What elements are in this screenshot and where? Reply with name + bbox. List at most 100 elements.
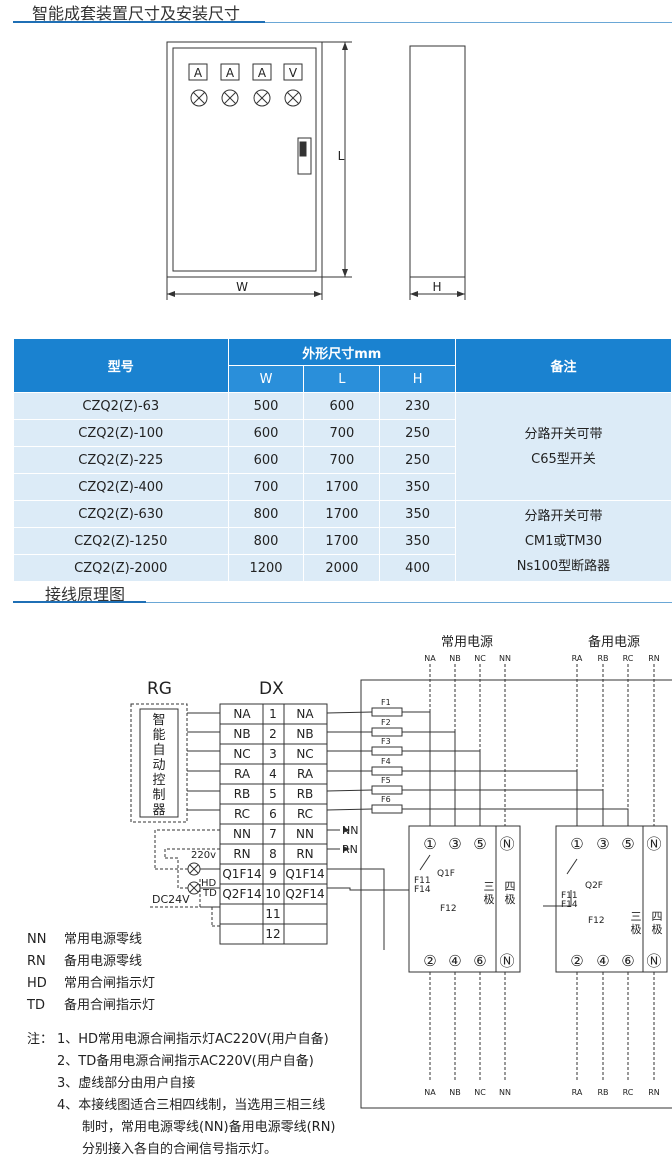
backup-source-label: 备用电源	[588, 634, 640, 650]
note-line: 分路开关可带	[524, 426, 603, 442]
cell-h: 350	[379, 500, 456, 528]
controller-char: 控	[152, 773, 165, 788]
cell-h: 230	[379, 392, 456, 420]
terminal-num: 7	[269, 827, 277, 841]
f14-label: F14	[414, 885, 431, 895]
three-pole-label: 三	[631, 910, 642, 923]
legend-text: 备用合闸指示灯	[64, 998, 156, 1013]
note-text: 1、HD常用电源合闸指示灯AC220V(用户自备)	[57, 1032, 329, 1047]
table-header-dims: 外形尺寸mm	[227, 338, 456, 366]
table-row: CZQ2(Z)-225 600 700 250	[13, 446, 672, 474]
terminal-left: RC	[234, 807, 250, 821]
note-line: Ns100型断路器	[516, 558, 611, 574]
three-pole-label: 三	[484, 880, 495, 893]
note-line: 分路开关可带	[524, 508, 603, 524]
source-label: RN	[648, 654, 660, 663]
arrow-rn-label: RN	[342, 843, 358, 856]
terminal-top-n: Ⓝ	[646, 835, 661, 853]
terminal-num: 4	[269, 767, 277, 781]
note-line: C65型开关	[531, 451, 596, 467]
table-row: CZQ2(Z)-63 500 600 230 分路开关可带 C65型开关	[13, 392, 672, 501]
controller-char: 能	[152, 728, 165, 743]
section-divider	[13, 22, 672, 23]
cell-note-group1: 分路开关可带 C65型开关	[454, 392, 672, 501]
terminal-right: NB	[296, 727, 313, 741]
note-text: 制时，常用电源零线(NN)备用电源零线(RN)	[82, 1120, 336, 1135]
terminal-top-5: ⑤	[621, 835, 634, 853]
terminal-bottom-4: ④	[596, 952, 609, 970]
terminal-bottom-n: Ⓝ	[646, 952, 661, 970]
meter-label: V	[289, 66, 298, 80]
dc24-label: DC24V	[152, 893, 190, 906]
table-row: CZQ2(Z)-630 800 1700 350 分路开关可带 CM1或TM30…	[13, 500, 672, 582]
q1f-label: Q1F	[437, 869, 455, 879]
v220-label: 220v	[191, 850, 216, 861]
dim-h-label: H	[432, 280, 441, 294]
dimensions-table: 型号 外形尺寸mm 备注 W L H CZQ2(Z)-63 500 600 23…	[13, 338, 672, 582]
fuse-label: F2	[381, 718, 391, 727]
cell-w: 800	[227, 500, 305, 528]
output-label: RC	[623, 1088, 634, 1097]
legend-code: TD	[27, 998, 45, 1013]
note-text: 4、本接线图适合三相四线制，当选用三相三线	[57, 1098, 326, 1113]
output-label: RN	[648, 1088, 660, 1097]
three-pole-label: 极	[631, 922, 642, 936]
terminal-bottom-2: ②	[570, 952, 583, 970]
cell-h: 350	[379, 527, 456, 555]
controller-char: 动	[152, 758, 165, 773]
cell-note-group2: 分路开关可带 CM1或TM30 Ns100型断路器	[454, 500, 672, 582]
source-label: RB	[597, 654, 608, 663]
terminal-left: NC	[233, 747, 250, 761]
f12-label: F12	[440, 904, 457, 914]
common-source-label: 常用电源	[441, 635, 493, 650]
cabinet-dimension-drawing: A A A V W L H	[166, 41, 466, 300]
cell-l: 2000	[303, 554, 381, 582]
legend-code: NN	[27, 932, 47, 947]
note-item: 2、TD备用电源合闸指示AC220V(用户自备)	[27, 1051, 336, 1073]
source-label: RC	[623, 654, 634, 663]
cell-h: 350	[379, 473, 456, 501]
table-row: CZQ2(Z)-1250 800 1700 350	[13, 527, 672, 555]
terminal-top-3: ③	[448, 835, 461, 853]
terminal-top-3: ③	[596, 835, 609, 853]
terminal-num: 12	[265, 927, 280, 941]
terminal-num: 8	[269, 847, 277, 861]
terminal-num: 1	[269, 707, 277, 721]
note-item: 注：1、HD常用电源合闸指示灯AC220V(用户自备)	[27, 1029, 336, 1051]
meter-label: A	[258, 66, 267, 80]
cell-h: 250	[379, 419, 456, 447]
legend-text: 备用电源零线	[64, 954, 143, 969]
terminal-bottom-2: ②	[423, 952, 436, 970]
cell-l: 600	[303, 392, 381, 420]
note-item: 3、虚线部分由用户自接	[27, 1073, 336, 1095]
hd-label: HD	[201, 878, 217, 889]
output-label: RA	[572, 1088, 583, 1097]
four-pole-label: 极	[652, 922, 663, 936]
source-label: NN	[499, 654, 511, 663]
rg-label: RG	[147, 679, 172, 699]
terminal-num: 3	[269, 747, 277, 761]
table-header-model: 型号	[13, 338, 229, 393]
terminal-right: RN	[296, 847, 313, 861]
terminal-left: Q2F14	[222, 887, 261, 901]
cell-model: CZQ2(Z)-225	[13, 446, 229, 474]
note-item: 分别接入各自的合闸信号指示灯。	[27, 1139, 336, 1161]
output-label: NA	[424, 1088, 436, 1097]
f12-label: F12	[588, 916, 605, 926]
terminal-bottom-6: ⑥	[473, 952, 486, 970]
terminal-left: NA	[233, 707, 251, 721]
controller-label: 智 能 自 动 控 制 器	[152, 713, 165, 818]
controller-char: 制	[152, 788, 165, 803]
terminal-bottom-6: ⑥	[621, 952, 634, 970]
section-accent-bar	[13, 601, 146, 603]
terminal-num: 9	[269, 867, 277, 881]
terminal-num: 11	[265, 907, 280, 921]
terminal-right: Q2F14	[285, 887, 324, 901]
section-accent-bar	[13, 21, 265, 23]
cell-w: 600	[227, 446, 305, 474]
notes: 注：1、HD常用电源合闸指示灯AC220V(用户自备) 2、TD备用电源合闸指示…	[27, 1029, 336, 1161]
cell-l: 1700	[303, 527, 381, 555]
